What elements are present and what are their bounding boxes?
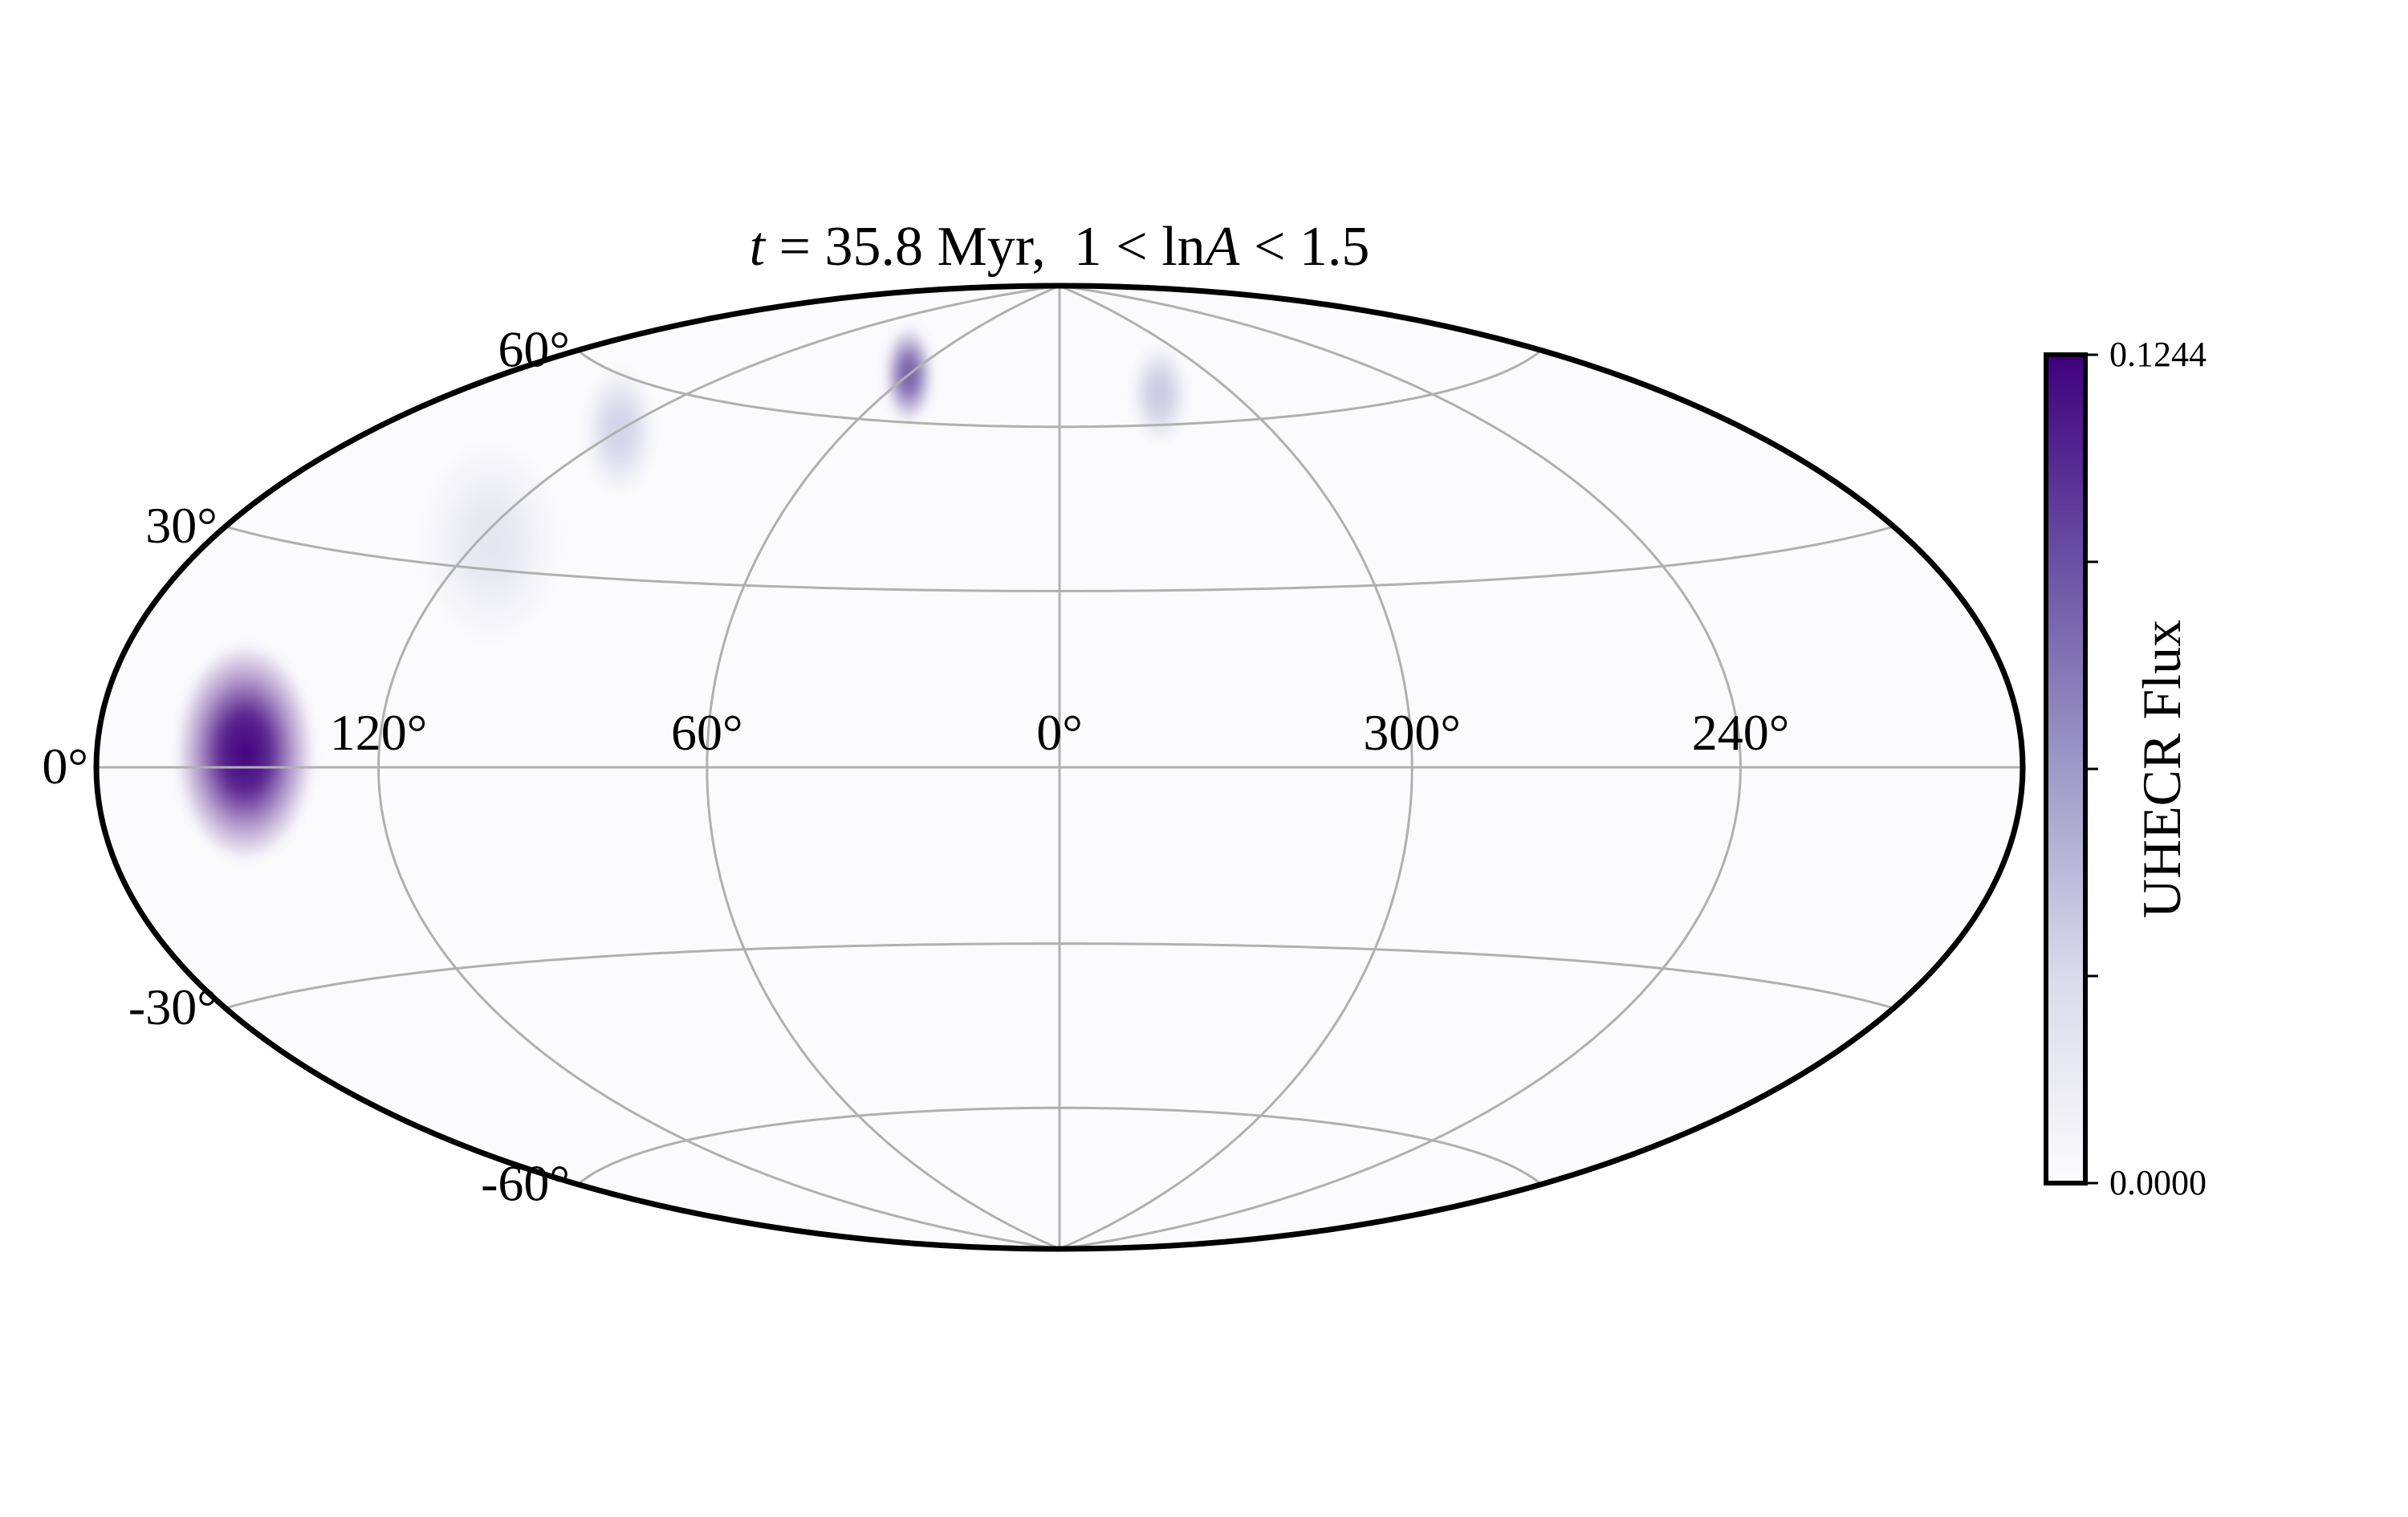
colorbar-label: UHECR Flux	[2131, 620, 2192, 918]
longitude-tick-label: 240°	[1692, 704, 1790, 761]
flux-hotspot	[1129, 342, 1190, 445]
latitude-tick-label: -30°	[128, 978, 218, 1035]
latitude-tick-label: 60°	[498, 320, 570, 377]
latitude-tick-label: 0°	[42, 738, 88, 795]
latitude-tick-label: 30°	[145, 497, 218, 554]
meridian-line	[1059, 284, 1743, 1251]
chart-title: t = 35.8 Myr, 1 < lnA < 1.5	[750, 216, 1370, 278]
colorbar-min-label: 0.0000	[2109, 1163, 2207, 1202]
meridian-line	[1059, 284, 1413, 1251]
graticule	[96, 284, 2023, 1251]
latitude-tick-labels: 60° 30° 0° -30° -60°	[42, 320, 570, 1211]
longitude-tick-label: 0°	[1036, 704, 1083, 761]
longitude-tick-label: 60°	[671, 704, 743, 761]
meridian-line	[706, 284, 1060, 1251]
longitude-tick-label: 300°	[1363, 704, 1461, 761]
colorbar: 0.1244 0.0000 UHECR Flux	[2044, 335, 2207, 1202]
map-border	[93, 283, 2026, 1252]
longitude-tick-labels: 120° 60° 0° 300° 240°	[330, 704, 1790, 761]
flux-hotspot	[175, 643, 315, 862]
colorbar-max-label: 0.1244	[2109, 335, 2207, 374]
flux-hotspot	[419, 439, 563, 646]
latitude-tick-label: -60°	[481, 1155, 570, 1212]
meridian-line	[376, 284, 1060, 1251]
colorbar-gradient	[2046, 355, 2085, 1183]
longitude-tick-label: 120°	[330, 704, 428, 761]
